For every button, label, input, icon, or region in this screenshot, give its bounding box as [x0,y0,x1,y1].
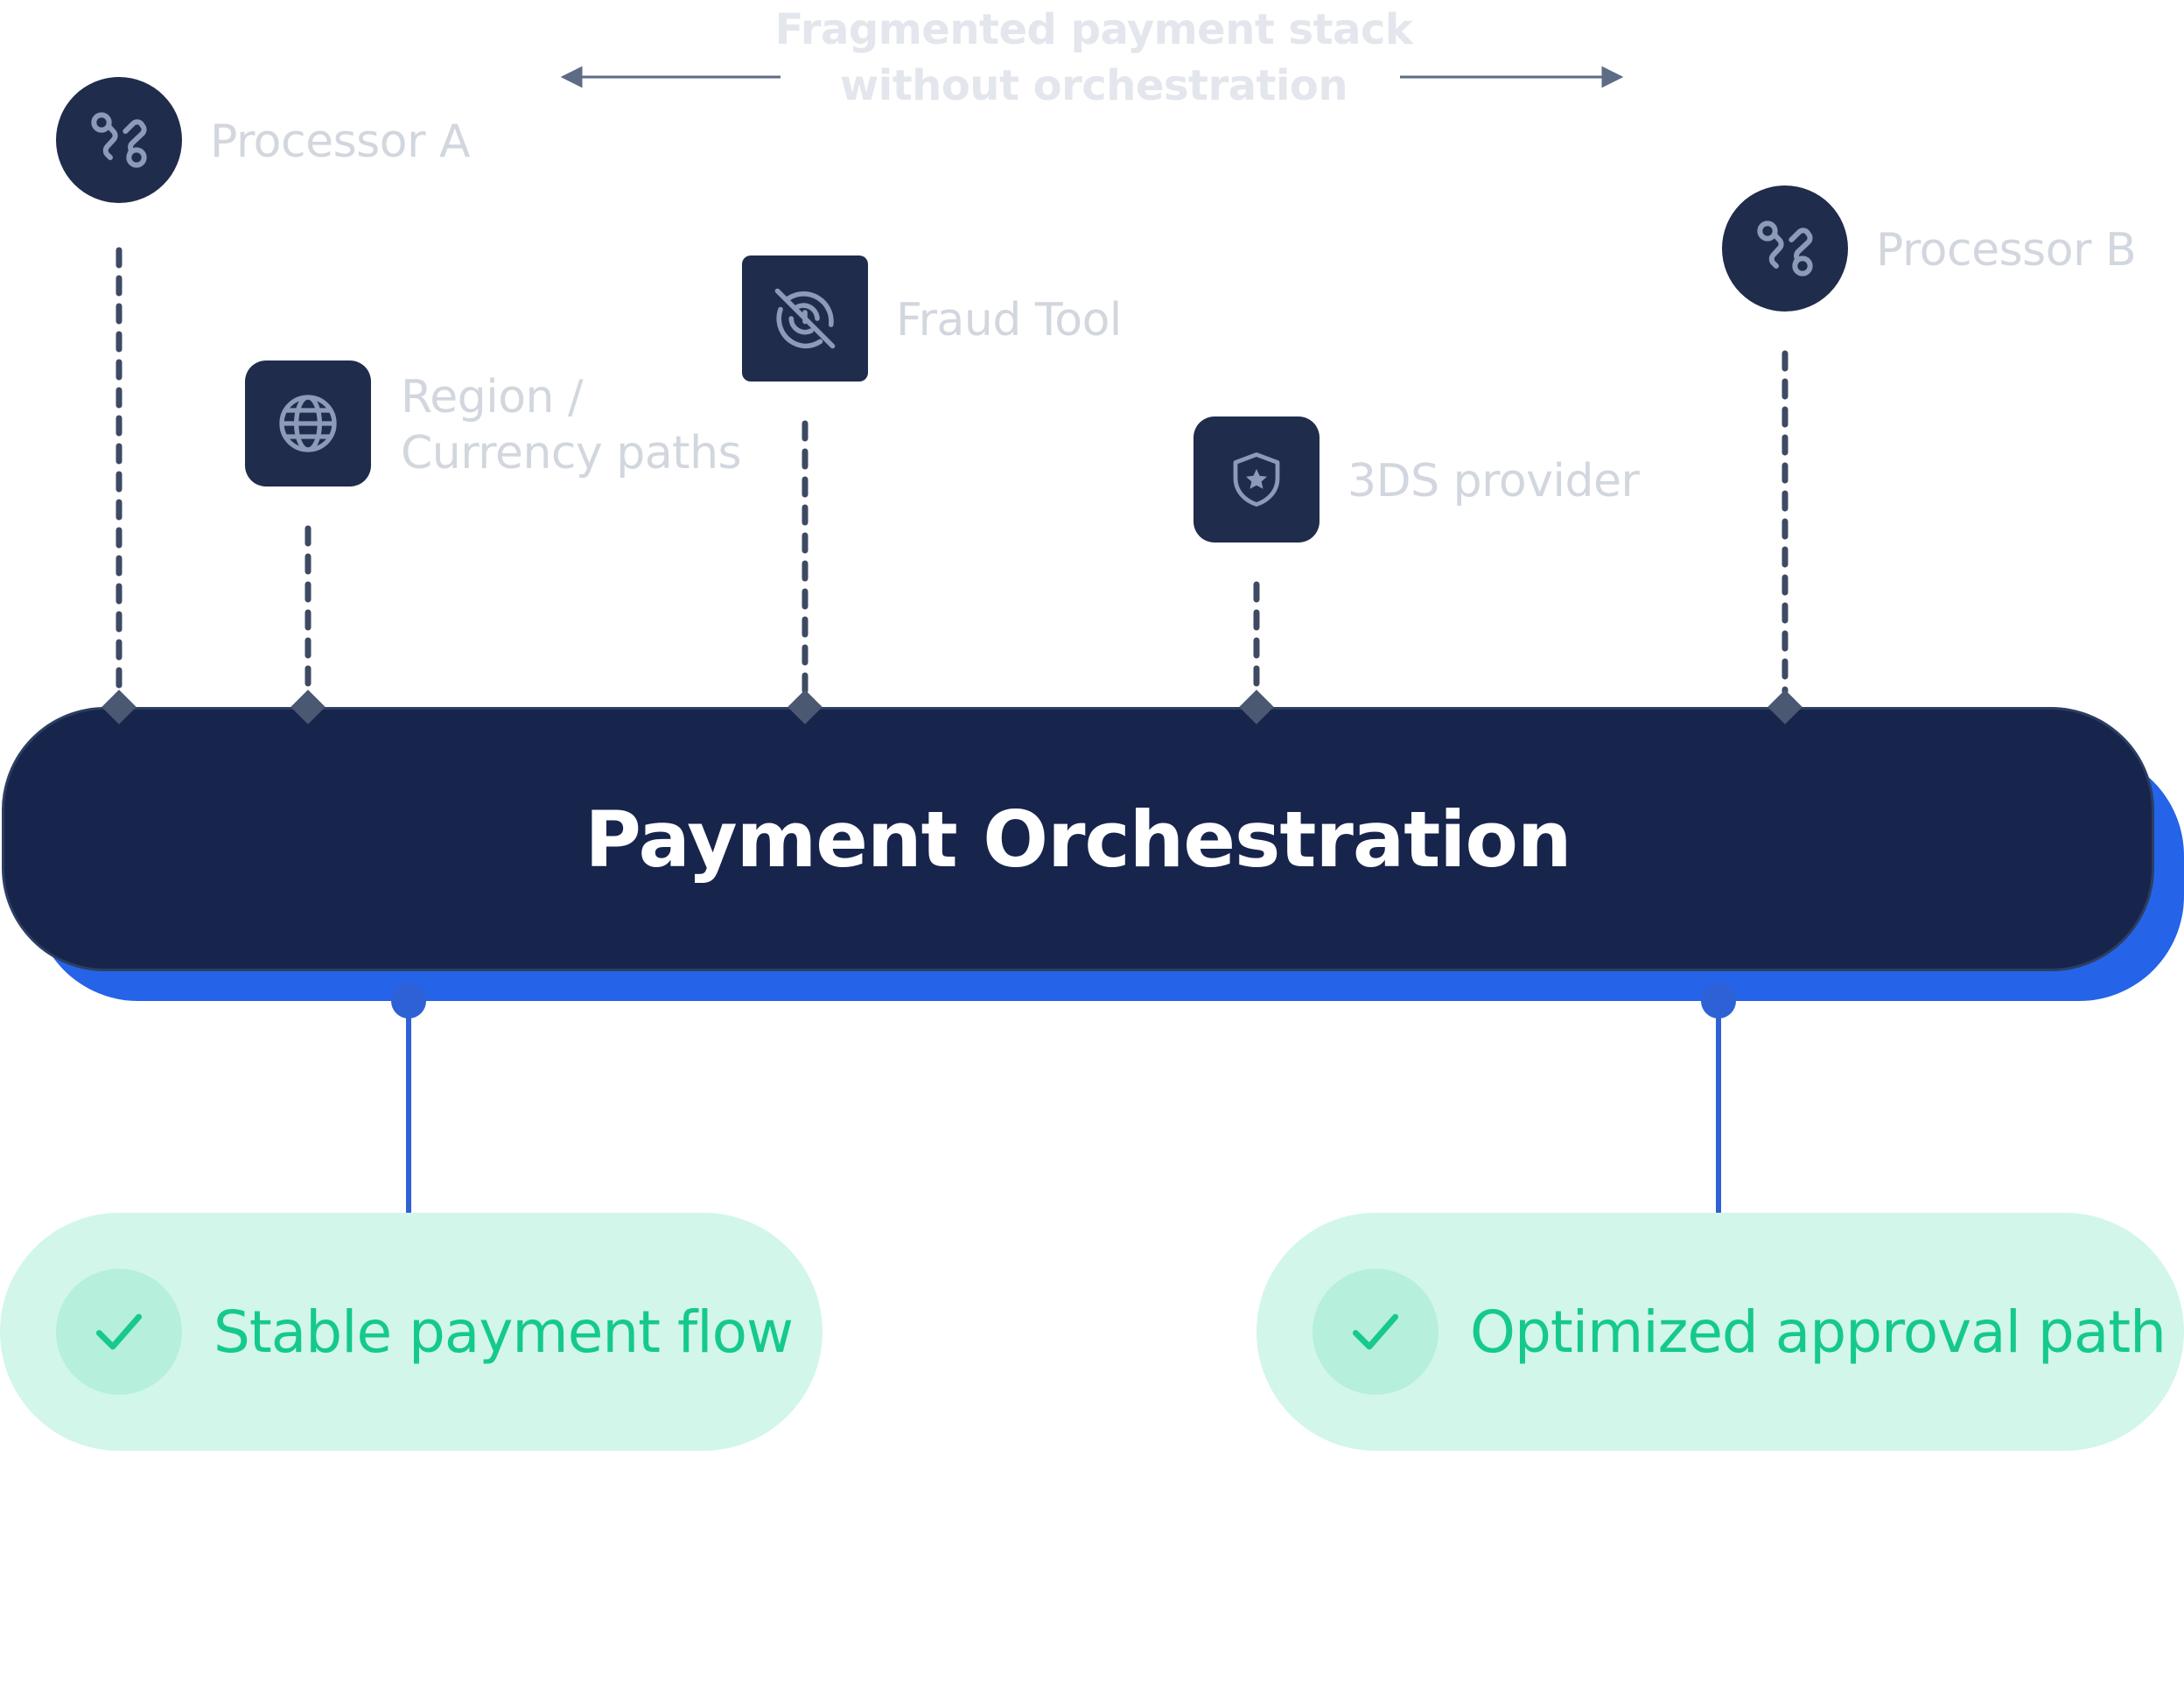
header-arrow-right [1400,66,1624,88]
check-badge [1312,1269,1438,1395]
hub-title: Payment Orchestration [584,794,1572,885]
3ds-provider-label: 3DS provider [1348,455,1640,508]
processor-a-node[interactable] [56,77,182,203]
region-label-line-1: Region / [401,371,584,424]
fraud-tool-label: Fraud Tool [896,294,1122,346]
header-line-1: Fragmented payment stack [774,5,1413,54]
check-icon [1352,1313,1399,1350]
check-badge [56,1269,182,1395]
region-currency-label: Region / Currency paths [401,369,742,481]
processor-a-label: Processor A [210,116,471,168]
3ds-provider-node[interactable] [1194,416,1320,542]
region-currency-node[interactable] [245,360,371,486]
diagram-header: Fragmented payment stack without orchest… [718,2,1470,114]
outcome-label: Stable payment flow [214,1298,794,1366]
outcome-stable-flow[interactable]: Stable payment flow [0,1213,822,1451]
processor-b-label: Processor B [1876,224,2137,276]
shield-star-icon [1233,452,1280,507]
processor-b-node[interactable] [1722,186,1848,312]
route-icon [91,112,147,168]
outcome-label: Optimized approval path [1470,1298,2166,1366]
route-icon [1757,220,1813,276]
header-arrow-left [560,66,780,88]
globe-icon [279,395,337,452]
outcome-optimized-path[interactable]: Optimized approval path [1256,1213,2184,1451]
check-icon [95,1313,143,1350]
region-label-line-2: Currency paths [401,427,742,480]
header-line-2: without orchestration [839,61,1348,110]
no-fingerprint-icon [774,288,836,349]
payment-orchestration-hub[interactable]: Payment Orchestration [2,707,2154,971]
fraud-tool-node[interactable] [742,256,868,382]
